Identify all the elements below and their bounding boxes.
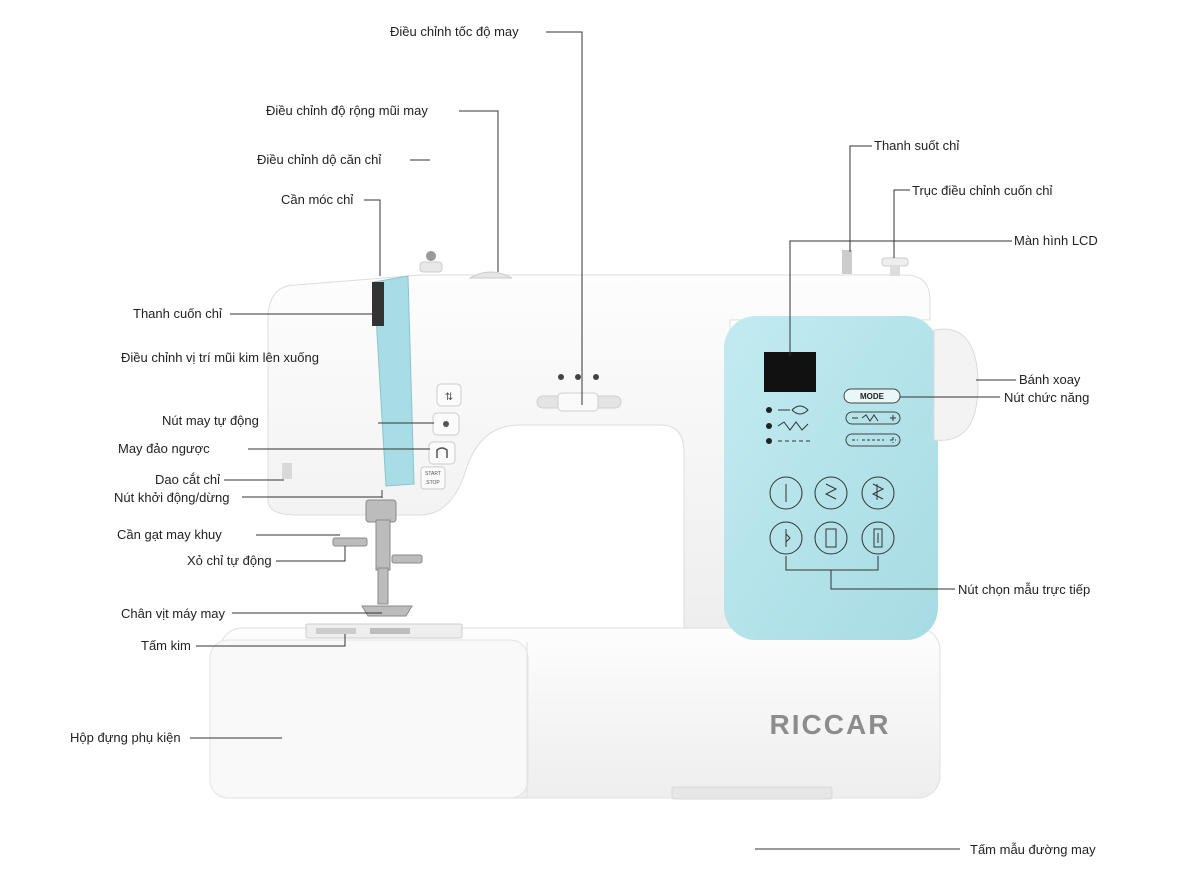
zigzag-stitch-icon	[814, 476, 848, 510]
handwheel	[933, 328, 979, 441]
label-take-up-lever: Cần móc chỉ	[281, 192, 354, 207]
leader-lines	[190, 31, 1016, 850]
reverse-icon	[428, 441, 456, 465]
machine-arm	[267, 274, 931, 629]
label-accessory-box: Hộp đựng phụ kiện	[70, 730, 181, 745]
label-start-stop: Nút khởi động/dừng	[114, 490, 230, 505]
keyhole-icon	[861, 521, 895, 555]
svg-text:⇅: ⇅	[445, 392, 453, 403]
label-function-button: Nút chức năng	[1004, 390, 1090, 405]
label-spool-pin: Thanh suốt chỉ	[874, 138, 960, 153]
lcd-screen	[764, 352, 816, 392]
label-needle-up-down: Điều chỉnh vị trí mũi kim lên xuống	[121, 350, 319, 365]
triple-zigzag-icon	[861, 476, 895, 510]
label-stitch-chart: Tấm mẫu đường may	[970, 842, 1096, 857]
thread-guide-bar	[373, 275, 415, 487]
label-tension: Điều chỉnh dộ căn chỉ	[257, 152, 382, 167]
buttonhole-icon	[814, 521, 848, 555]
label-auto-sew: Nút may tự động	[162, 413, 259, 428]
label-speed: Điều chỉnh tốc độ may	[390, 24, 519, 39]
straight-stitch-icon	[769, 476, 803, 510]
brand-logo: RICCAR	[770, 709, 891, 740]
label-needle-plate: Tấm kim	[141, 638, 191, 653]
needle-position-icon	[436, 383, 462, 407]
needle-assembly	[332, 499, 423, 617]
label-stitch-width: Điều chỉnh độ rộng mũi may	[266, 103, 428, 118]
spool-pin	[842, 250, 852, 274]
panel-indicators	[766, 405, 812, 444]
blind-stitch-icon	[769, 521, 803, 555]
label-bobbin-winder: Trục điều chỉnh cuốn chỉ	[912, 183, 1053, 198]
pattern-buttons	[769, 476, 895, 555]
take-up-lever	[372, 282, 384, 326]
start-text: START	[425, 471, 441, 477]
top-knobs	[419, 250, 909, 279]
label-reverse: May đảo ngược	[118, 441, 210, 456]
presser-foot	[361, 605, 413, 617]
label-handwheel: Bánh xoay	[1019, 372, 1081, 387]
stop-text: STOP	[426, 480, 440, 486]
label-direct-pattern: Nút chọn mẫu trực tiếp	[958, 582, 1091, 597]
stitch-chart-plate	[671, 786, 833, 800]
label-presser-foot: Chân vịt máy may	[121, 606, 226, 621]
label-buttonhole-lever: Cần gạt may khuy	[117, 527, 222, 542]
start-stop-button	[420, 466, 446, 490]
mode-button-text: MODE	[860, 392, 885, 401]
thread-cutter	[282, 463, 292, 479]
bobbin-winder	[881, 257, 909, 267]
head-buttons: ⇅ START STOP	[420, 383, 462, 490]
label-lcd: Màn hình LCD	[1014, 233, 1098, 248]
label-auto-threader: Xỏ chỉ tự động	[187, 553, 272, 568]
control-panel	[724, 316, 938, 640]
label-thread-cutter: Dao cắt chỉ	[155, 472, 221, 487]
accessory-box	[209, 639, 529, 799]
speed-slider	[536, 374, 622, 412]
label-thread-guide-bar: Thanh cuốn chỉ	[133, 306, 222, 321]
mode-buttons: MODE	[843, 388, 901, 447]
